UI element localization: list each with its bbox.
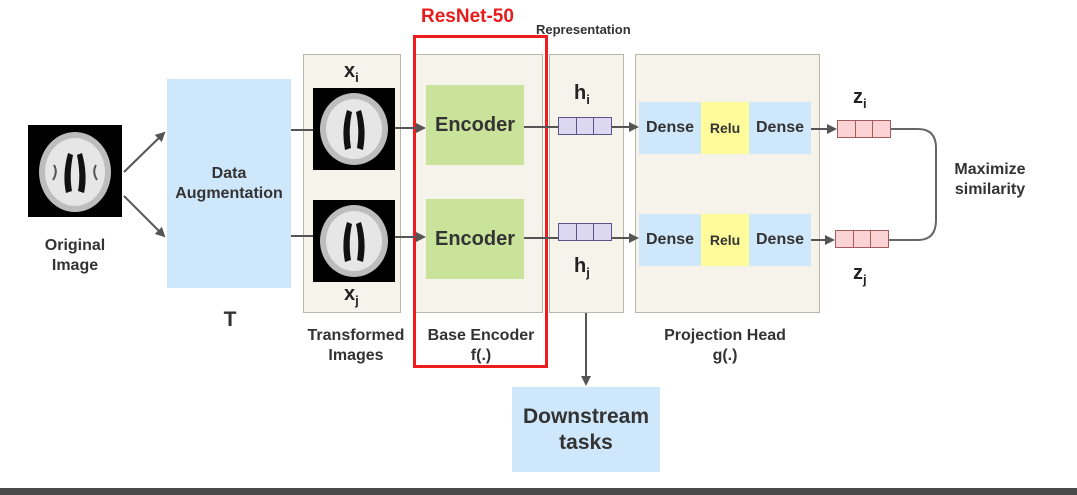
arrow-to-augmentation-top — [123, 131, 166, 173]
similarity-bracket — [889, 128, 937, 241]
h-i-variable: hi — [574, 82, 590, 107]
objective-line2: similarity — [954, 181, 1026, 198]
original-label-line1: Original — [44, 237, 106, 254]
brain-scan-icon — [39, 132, 111, 212]
relu-top: Relu — [701, 102, 749, 154]
downstream-tasks-box: Downstream tasks — [512, 387, 660, 472]
projection-head-label: Projection Head g(.) — [640, 326, 810, 366]
projection-head-panel — [635, 54, 820, 313]
downstream-line1: Downstream — [522, 404, 650, 428]
original-brain-image — [28, 125, 122, 217]
dense-top-left: Dense — [639, 102, 701, 154]
encoder-box-bottom: Encoder — [426, 199, 524, 279]
x-j-variable: xj — [344, 283, 359, 308]
h-i-vector — [558, 117, 612, 135]
z-i-variable: zi — [853, 86, 867, 111]
z-j-variable: zj — [853, 262, 867, 287]
z-j-vector — [835, 230, 889, 248]
transformed-brain-bottom — [313, 200, 395, 282]
augmentation-symbol: T — [223, 308, 237, 331]
bottom-bar — [0, 488, 1077, 495]
x-i-variable: xi — [344, 60, 359, 85]
transformed-brain-top — [313, 88, 395, 170]
base-encoder-line2: f(.) — [470, 347, 492, 364]
augmentation-line2: Augmentation — [175, 185, 283, 202]
brain-scan-icon — [320, 205, 388, 277]
brain-scan-icon — [320, 93, 388, 165]
representation-panel — [549, 54, 624, 313]
downstream-line2: tasks — [559, 430, 613, 454]
data-augmentation-label: Data Augmentation — [167, 164, 291, 204]
objective-line1: Maximize — [954, 161, 1026, 178]
transformed-line2: Images — [328, 347, 384, 364]
original-image-label: Original Image — [20, 236, 130, 276]
dense-top-right: Dense — [749, 102, 811, 154]
arrow-to-augmentation-bottom — [123, 195, 166, 238]
projection-line1: Projection Head — [664, 327, 786, 344]
representation-label: Representation — [536, 22, 631, 37]
resnet-highlight-box — [413, 35, 548, 368]
relu-bottom: Relu — [701, 214, 749, 266]
transformed-line1: Transformed — [307, 327, 405, 344]
augmentation-line1: Data — [211, 165, 247, 182]
data-augmentation-box — [167, 79, 291, 288]
h-j-variable: hj — [574, 255, 590, 280]
original-label-line2: Image — [51, 257, 99, 274]
transformed-images-label: Transformed Images — [300, 326, 412, 366]
maximize-similarity-label: Maximize similarity — [940, 160, 1040, 200]
dense-bottom-left: Dense — [639, 214, 701, 266]
projection-line2: g(.) — [712, 347, 738, 364]
resnet-title: ResNet-50 — [421, 6, 514, 27]
dense-bottom-right: Dense — [749, 214, 811, 266]
h-j-vector — [558, 223, 612, 241]
base-encoder-label: Base Encoder f(.) — [413, 326, 549, 366]
z-i-vector — [837, 120, 891, 138]
base-encoder-line1: Base Encoder — [427, 327, 535, 344]
encoder-box-top: Encoder — [426, 85, 524, 165]
